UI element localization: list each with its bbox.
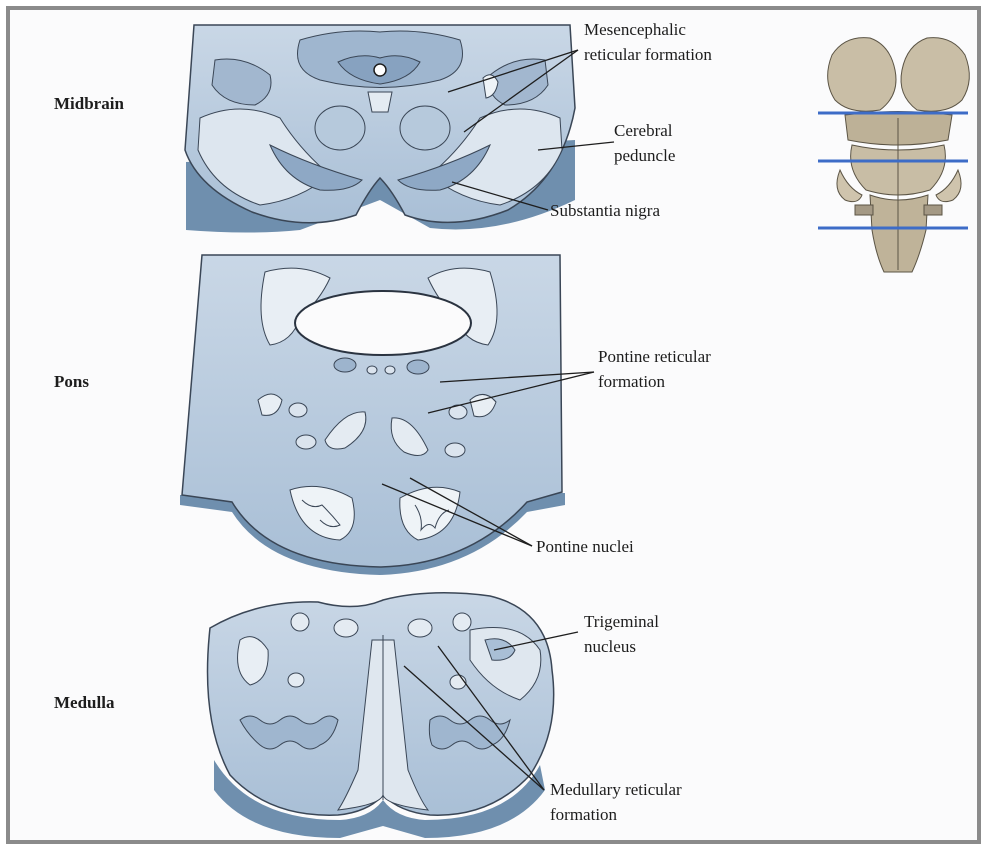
cerebral-peduncle-label-line1: Cerebral	[614, 121, 673, 141]
trigeminal-nucleus-label-line1: Trigeminal	[584, 612, 659, 632]
pontine-reticular-label-line2: formation	[598, 372, 665, 392]
medulla-label: Medulla	[54, 693, 114, 713]
trigeminal-nucleus-label-line2: nucleus	[584, 637, 636, 657]
pons-label: Pons	[54, 372, 89, 392]
medullary-reticular-label-line2: formation	[550, 805, 617, 825]
medulla-section	[208, 593, 554, 838]
brainstem-thumbnail	[818, 38, 969, 272]
midbrain-label: Midbrain	[54, 94, 124, 114]
medullary-reticular-label-line1: Medullary reticular	[550, 780, 682, 800]
mesencephalic-label-line1: Mesencephalic	[584, 20, 686, 40]
pontine-reticular-label-line1: Pontine reticular	[598, 347, 711, 367]
mesencephalic-label-line2: reticular formation	[584, 45, 712, 65]
pontine-nuclei-label: Pontine nuclei	[536, 537, 634, 557]
pons-section	[180, 255, 565, 575]
substantia-nigra-label: Substantia nigra	[550, 201, 660, 221]
cerebral-peduncle-label-line2: peduncle	[614, 146, 675, 166]
